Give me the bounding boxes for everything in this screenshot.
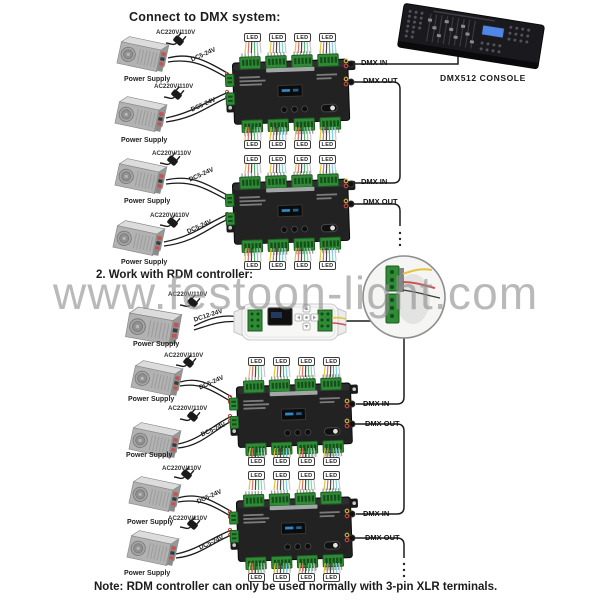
console-buttons-left (404, 9, 424, 39)
power-supply-4b (126, 528, 180, 568)
dmx-cable-decoder3-to-decoder4 (353, 423, 405, 515)
dmx-in-label: DMX IN (363, 399, 390, 408)
led-connector: LED (298, 357, 315, 366)
dmx-decoder-3 (229, 373, 361, 459)
led-connector: LED (323, 471, 340, 480)
ac-voltage-label: AC220V/110V (154, 83, 194, 90)
led-connector: LED (294, 140, 311, 149)
ac-voltage-label: AC220V/110V (156, 29, 196, 36)
dmx-decoder-4 (229, 487, 361, 573)
ac-voltage-label: AC220V/110V (168, 405, 208, 412)
ac-voltage-label: AC220V/110V (164, 352, 204, 359)
dmx-in-label: DMX IN (361, 58, 388, 67)
dmx-cable-decoder4-out (353, 537, 405, 558)
dmx-decoder-1 (225, 49, 358, 136)
led-connector: LED (248, 471, 265, 480)
led-connector: LED (273, 357, 290, 366)
led-connector: LED (269, 140, 286, 149)
power-supply-label: Power Supply (128, 396, 175, 403)
led-connector: LED (323, 357, 340, 366)
dmx-decoder-2 (225, 169, 358, 256)
led-connector: LED (248, 573, 265, 582)
led-connector: LED (248, 457, 265, 466)
led-connector: LED (298, 573, 315, 582)
power-supply-2a (114, 156, 168, 196)
led-connector: LED (244, 140, 261, 149)
led-connector: LED (323, 457, 340, 466)
console-display (480, 24, 505, 39)
power-supply-label: Power Supply (124, 570, 171, 577)
power-supply-label: Power Supply (121, 137, 168, 144)
led-connector: LED (294, 155, 311, 164)
ac-voltage-label: AC220V/110V (150, 212, 190, 219)
section2-title: 2. Work with RDM controller: (96, 269, 253, 281)
ac-voltage-label: AC220V/110V (168, 515, 208, 522)
rdm-controller (233, 303, 347, 341)
dmx-cable-decoder2-out (353, 203, 401, 226)
led-connector: LED (244, 261, 261, 270)
led-connector: LED (248, 357, 265, 366)
power-wires (163, 55, 241, 559)
led-connector: LED (269, 261, 286, 270)
led-connector: LED (323, 573, 340, 582)
dmx512-console (397, 3, 545, 70)
power-supply-label: Power Supply (121, 259, 168, 266)
xlr-connectors (343, 58, 356, 543)
ac-voltage-label: AC220V/110V (168, 291, 208, 298)
watermark-text: www.festoon-light.com (53, 267, 539, 319)
power-supply-label: Power Supply (127, 519, 174, 526)
led-connector: LED (244, 33, 261, 42)
dmx-in-label: DMX IN (361, 177, 388, 186)
led-connector: LED (273, 573, 290, 582)
continuation-dots (398, 231, 406, 578)
led-connector: LED (298, 457, 315, 466)
led-connector: LED (269, 155, 286, 164)
power-supply-1a (116, 34, 170, 74)
led-connector: LED (319, 155, 336, 164)
console-label: DMX512 CONSOLE (440, 73, 526, 83)
led-connector: LED (319, 261, 336, 270)
led-connector: LED (244, 155, 261, 164)
led-connector: LED (273, 471, 290, 480)
led-connector: LED (294, 261, 311, 270)
led-connector: LED (319, 33, 336, 42)
power-supply-3a (130, 358, 184, 398)
power-supply-1b (114, 94, 168, 134)
led-connector: LED (294, 33, 311, 42)
power-supply-label: Power Supply (124, 76, 171, 83)
callout-magnifier (362, 255, 446, 339)
dmx-in-label: DMX IN (363, 509, 390, 518)
ac-voltage-label: AC220V/110V (162, 465, 202, 472)
led-connector: LED (273, 457, 290, 466)
power-supply-label: Power Supply (133, 341, 180, 348)
power-supply-2b (112, 218, 166, 258)
power-supply-4a (128, 474, 182, 514)
led-connector: LED (319, 140, 336, 149)
dmx-out-label: DMX OUT (365, 533, 400, 542)
led-connector: LED (269, 33, 286, 42)
led-connector: LED (298, 471, 315, 480)
power-supply-label: Power Supply (124, 198, 171, 205)
dmx-out-label: DMX OUT (363, 76, 398, 85)
power-supply-label: Power Supply (126, 452, 173, 459)
dmx-out-label: DMX OUT (363, 197, 398, 206)
dmx-cable-console-to-decoder1 (353, 55, 459, 65)
dmx-cable-decoder1-to-decoder2 (353, 81, 401, 184)
ac-voltage-label: AC220V/110V (152, 150, 192, 157)
dmx-out-label: DMX OUT (365, 419, 400, 428)
note-text: Note: RDM controller can only be used no… (94, 581, 498, 593)
section1-title: Connect to DMX system: (129, 10, 281, 24)
console-buttons-right (479, 25, 531, 54)
